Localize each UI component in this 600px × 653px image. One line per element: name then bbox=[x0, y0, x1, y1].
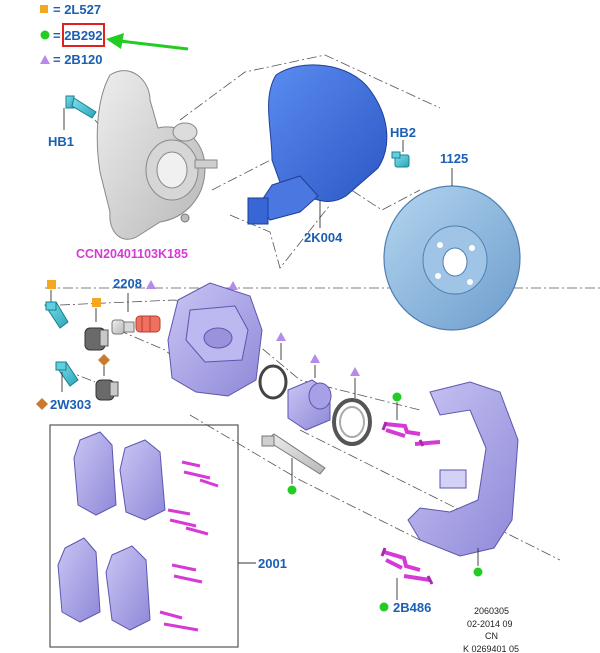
footer-notes: 2060305 02-2014 09 CN K 0269401 05 bbox=[463, 606, 519, 653]
pad-clips bbox=[159, 460, 219, 632]
purple-triangle-icon bbox=[350, 367, 360, 376]
legend: = 2L527 = 2B292 = 2B120 bbox=[40, 2, 189, 67]
hb1-bolt bbox=[63, 95, 97, 130]
guide-bolt-upper bbox=[44, 280, 69, 329]
green-dot-icon bbox=[473, 567, 483, 577]
footer-line-2: 02-2014 09 bbox=[467, 619, 513, 629]
purple-triangle-icon bbox=[276, 332, 286, 341]
dust-boot bbox=[332, 367, 372, 446]
guide-bolt-lower bbox=[55, 361, 79, 392]
green-dot-icon bbox=[379, 602, 389, 612]
anti-rattle-clips-upper bbox=[381, 392, 441, 447]
guide-bushing-lower bbox=[95, 354, 119, 401]
label-2b486: 2B486 bbox=[393, 600, 431, 615]
orange-square-icon bbox=[40, 5, 48, 13]
highlight-box bbox=[62, 23, 105, 47]
orange-square-icon bbox=[92, 298, 101, 307]
orange-diamond-icon bbox=[98, 354, 110, 366]
footer-line-4: K 0269401 05 bbox=[463, 644, 519, 653]
guide-bushing-upper bbox=[84, 298, 109, 351]
footer-line-1: 2060305 bbox=[474, 606, 509, 616]
hb2-bolt bbox=[391, 140, 410, 168]
legend-item-2b120: = 2B120 bbox=[53, 52, 103, 67]
purple-triangle-icon bbox=[228, 281, 238, 290]
brake-dust-shield bbox=[247, 64, 388, 228]
label-2208: 2208 bbox=[113, 276, 142, 291]
label-ccn20401103k185: CCN20401103K185 bbox=[76, 247, 188, 261]
label-2b486-group: 2B486 bbox=[379, 600, 431, 615]
orange-diamond-icon bbox=[36, 398, 48, 410]
label-2k004: 2K004 bbox=[304, 230, 343, 245]
brake-pad-kit: 2001 bbox=[49, 424, 287, 648]
purple-triangle-icon bbox=[40, 55, 50, 64]
legend-item-2b292: = 2B292 bbox=[53, 28, 103, 43]
bleeder-screw: 2208 bbox=[111, 276, 161, 335]
green-dot-icon bbox=[40, 30, 50, 40]
guide-pin bbox=[261, 433, 326, 495]
purple-triangle-icon bbox=[146, 280, 156, 289]
label-hb1: HB1 bbox=[48, 134, 74, 149]
brake-pad bbox=[57, 431, 166, 631]
caliper-piston bbox=[287, 354, 332, 431]
legend-item-2l527: = 2L527 bbox=[53, 2, 101, 17]
green-dot-icon bbox=[392, 392, 402, 402]
label-2001: 2001 bbox=[258, 556, 287, 571]
label-hb2: HB2 bbox=[390, 125, 416, 140]
steering-knuckle bbox=[96, 70, 218, 240]
footer-line-3: CN bbox=[485, 631, 498, 641]
brake-disc bbox=[383, 168, 521, 331]
green-dot-icon bbox=[287, 485, 297, 495]
caliper-body bbox=[167, 281, 263, 397]
caliper-bracket bbox=[407, 381, 519, 577]
purple-triangle-icon bbox=[310, 354, 320, 363]
anti-rattle-clips-lower bbox=[380, 547, 434, 600]
label-2w303: 2W303 bbox=[50, 397, 91, 412]
label-2w303-group: 2W303 bbox=[36, 397, 91, 412]
label-1125: 1125 bbox=[440, 151, 468, 166]
piston-seal bbox=[258, 332, 288, 400]
green-arrow-icon bbox=[106, 33, 189, 51]
orange-square-icon bbox=[47, 280, 56, 289]
